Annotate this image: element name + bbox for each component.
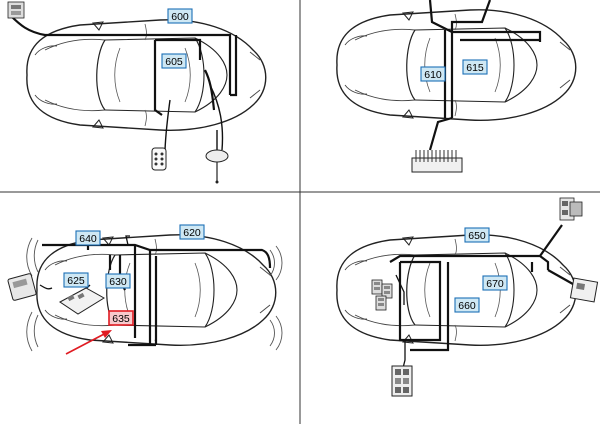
callout-number: 630: [109, 276, 127, 288]
callout-number: 670: [486, 278, 504, 290]
car-outline: [336, 9, 577, 121]
callout-label-635: 635: [108, 310, 134, 326]
callout-box: [420, 66, 446, 82]
antenna-sensor-icon: [205, 149, 229, 184]
relay-module-icon: [559, 197, 583, 221]
panel-bottom-left: 640 620 625 630 635: [7, 224, 283, 355]
wiring-harness: [428, 0, 542, 151]
callout-number: 650: [468, 230, 486, 242]
callout-box: [179, 224, 205, 240]
panel-top-right: 610 615: [336, 0, 577, 173]
callout-label-600: 600: [167, 8, 193, 24]
callout-number: 635: [112, 313, 130, 325]
callout-label-660: 660: [454, 297, 480, 313]
control-unit-icon: [59, 287, 105, 315]
callout-label-650: 650: [464, 227, 490, 243]
callout-number: 625: [67, 275, 85, 287]
callout-number: 610: [424, 69, 442, 81]
callout-label-605: 605: [161, 53, 187, 69]
callout-label-640: 640: [75, 230, 101, 246]
callout-label-630: 630: [105, 273, 131, 289]
callout-number: 620: [183, 227, 201, 239]
control-box-icon: [569, 277, 599, 303]
callout-box: [462, 59, 488, 75]
control-module-icon: [7, 1, 25, 19]
remote-key-icon: [151, 147, 167, 171]
callout-number: 640: [79, 233, 97, 245]
callout-label-620: 620: [179, 224, 205, 240]
callout-number: 660: [458, 300, 476, 312]
wiring-harness: [9, 14, 238, 116]
fuse-box-icon: [371, 279, 393, 311]
callout-label-670: 670: [482, 275, 508, 291]
callout-number: 600: [171, 11, 189, 23]
highlight-arrow: [65, 330, 112, 355]
callout-box: [161, 53, 187, 69]
panel-bottom-right: 650 670 660: [336, 197, 599, 397]
callout-box: [63, 272, 89, 288]
callout-number: 605: [165, 56, 183, 68]
callout-box: [464, 227, 490, 243]
callout-label-610: 610: [420, 66, 446, 82]
fuse-block-icon: [391, 365, 413, 397]
wiring-harness: [42, 238, 272, 347]
callout-box: [105, 273, 131, 289]
callout-box: [167, 8, 193, 24]
callout-number: 615: [466, 62, 484, 74]
callout-box: [482, 275, 508, 291]
callout-label-615: 615: [462, 59, 488, 75]
panel-top-left: 600 605: [7, 1, 267, 184]
connector-strip-icon: [411, 150, 463, 173]
callout-box: [75, 230, 101, 246]
sensor-module-icon: [7, 273, 37, 301]
callout-label-625: 625: [63, 272, 89, 288]
wiring-harness: [389, 224, 581, 352]
callout-box: [454, 297, 480, 313]
callout-box: [108, 310, 134, 326]
parking-sensor-waves: [26, 237, 283, 352]
